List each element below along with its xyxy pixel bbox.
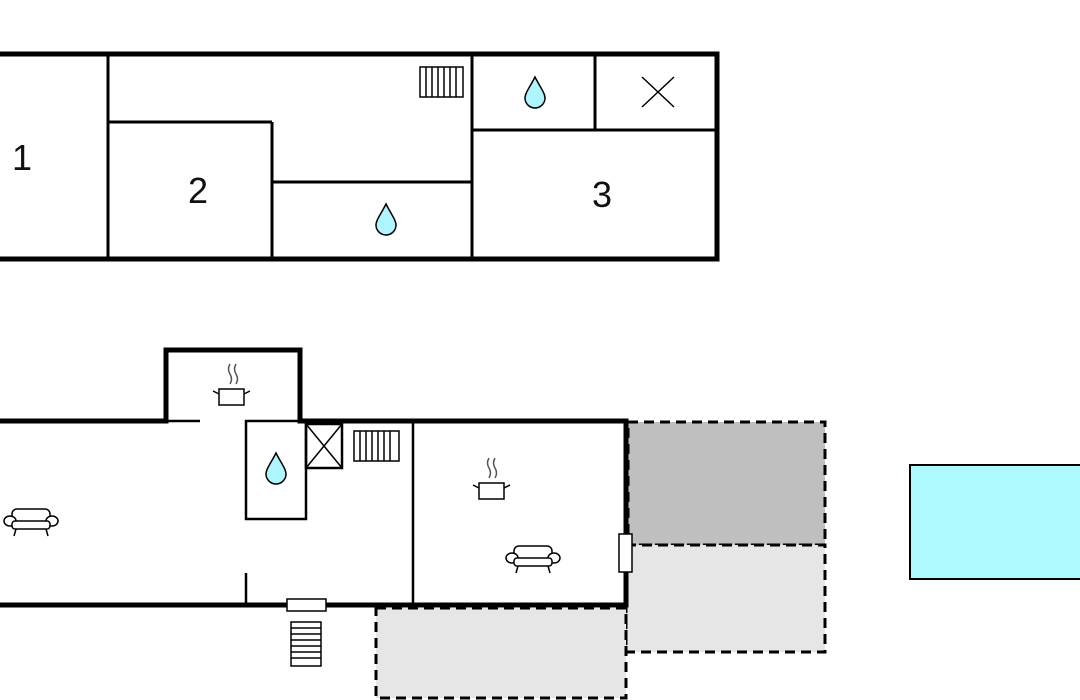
cooking-pot-icon: [212, 363, 251, 406]
water-drop-icon: [524, 75, 546, 109]
radiator-icon: [353, 430, 400, 462]
upper-floor: 1 2 3: [0, 51, 720, 262]
cross-icon: [305, 423, 343, 469]
upper-floor-outline: [0, 51, 720, 262]
sofa-icon: [505, 545, 561, 574]
ground-floor-outline: [0, 347, 629, 608]
upper-floor-inner-walls: [106, 54, 717, 259]
cooking-pot-icon: [472, 457, 511, 500]
stairs-icon: [290, 621, 322, 667]
water-drop-icon: [265, 451, 287, 485]
sofa-icon: [3, 508, 59, 537]
terrace-light-bottom: [374, 606, 628, 700]
swimming-pool: [909, 464, 1080, 580]
water-drop-icon: [375, 202, 397, 236]
room-label-3: 3: [592, 174, 612, 215]
ground-floor: [0, 347, 1080, 700]
terrace-light-right: [624, 543, 827, 654]
ground-floor-inner-walls: [166, 419, 415, 605]
door-icon: [618, 533, 633, 573]
room-label-1: 1: [12, 137, 32, 178]
room-label-2: 2: [188, 170, 208, 211]
door-icon: [286, 598, 327, 612]
terrace-dark: [626, 420, 827, 547]
cross-icon: [641, 76, 675, 108]
radiator-icon: [419, 66, 464, 98]
